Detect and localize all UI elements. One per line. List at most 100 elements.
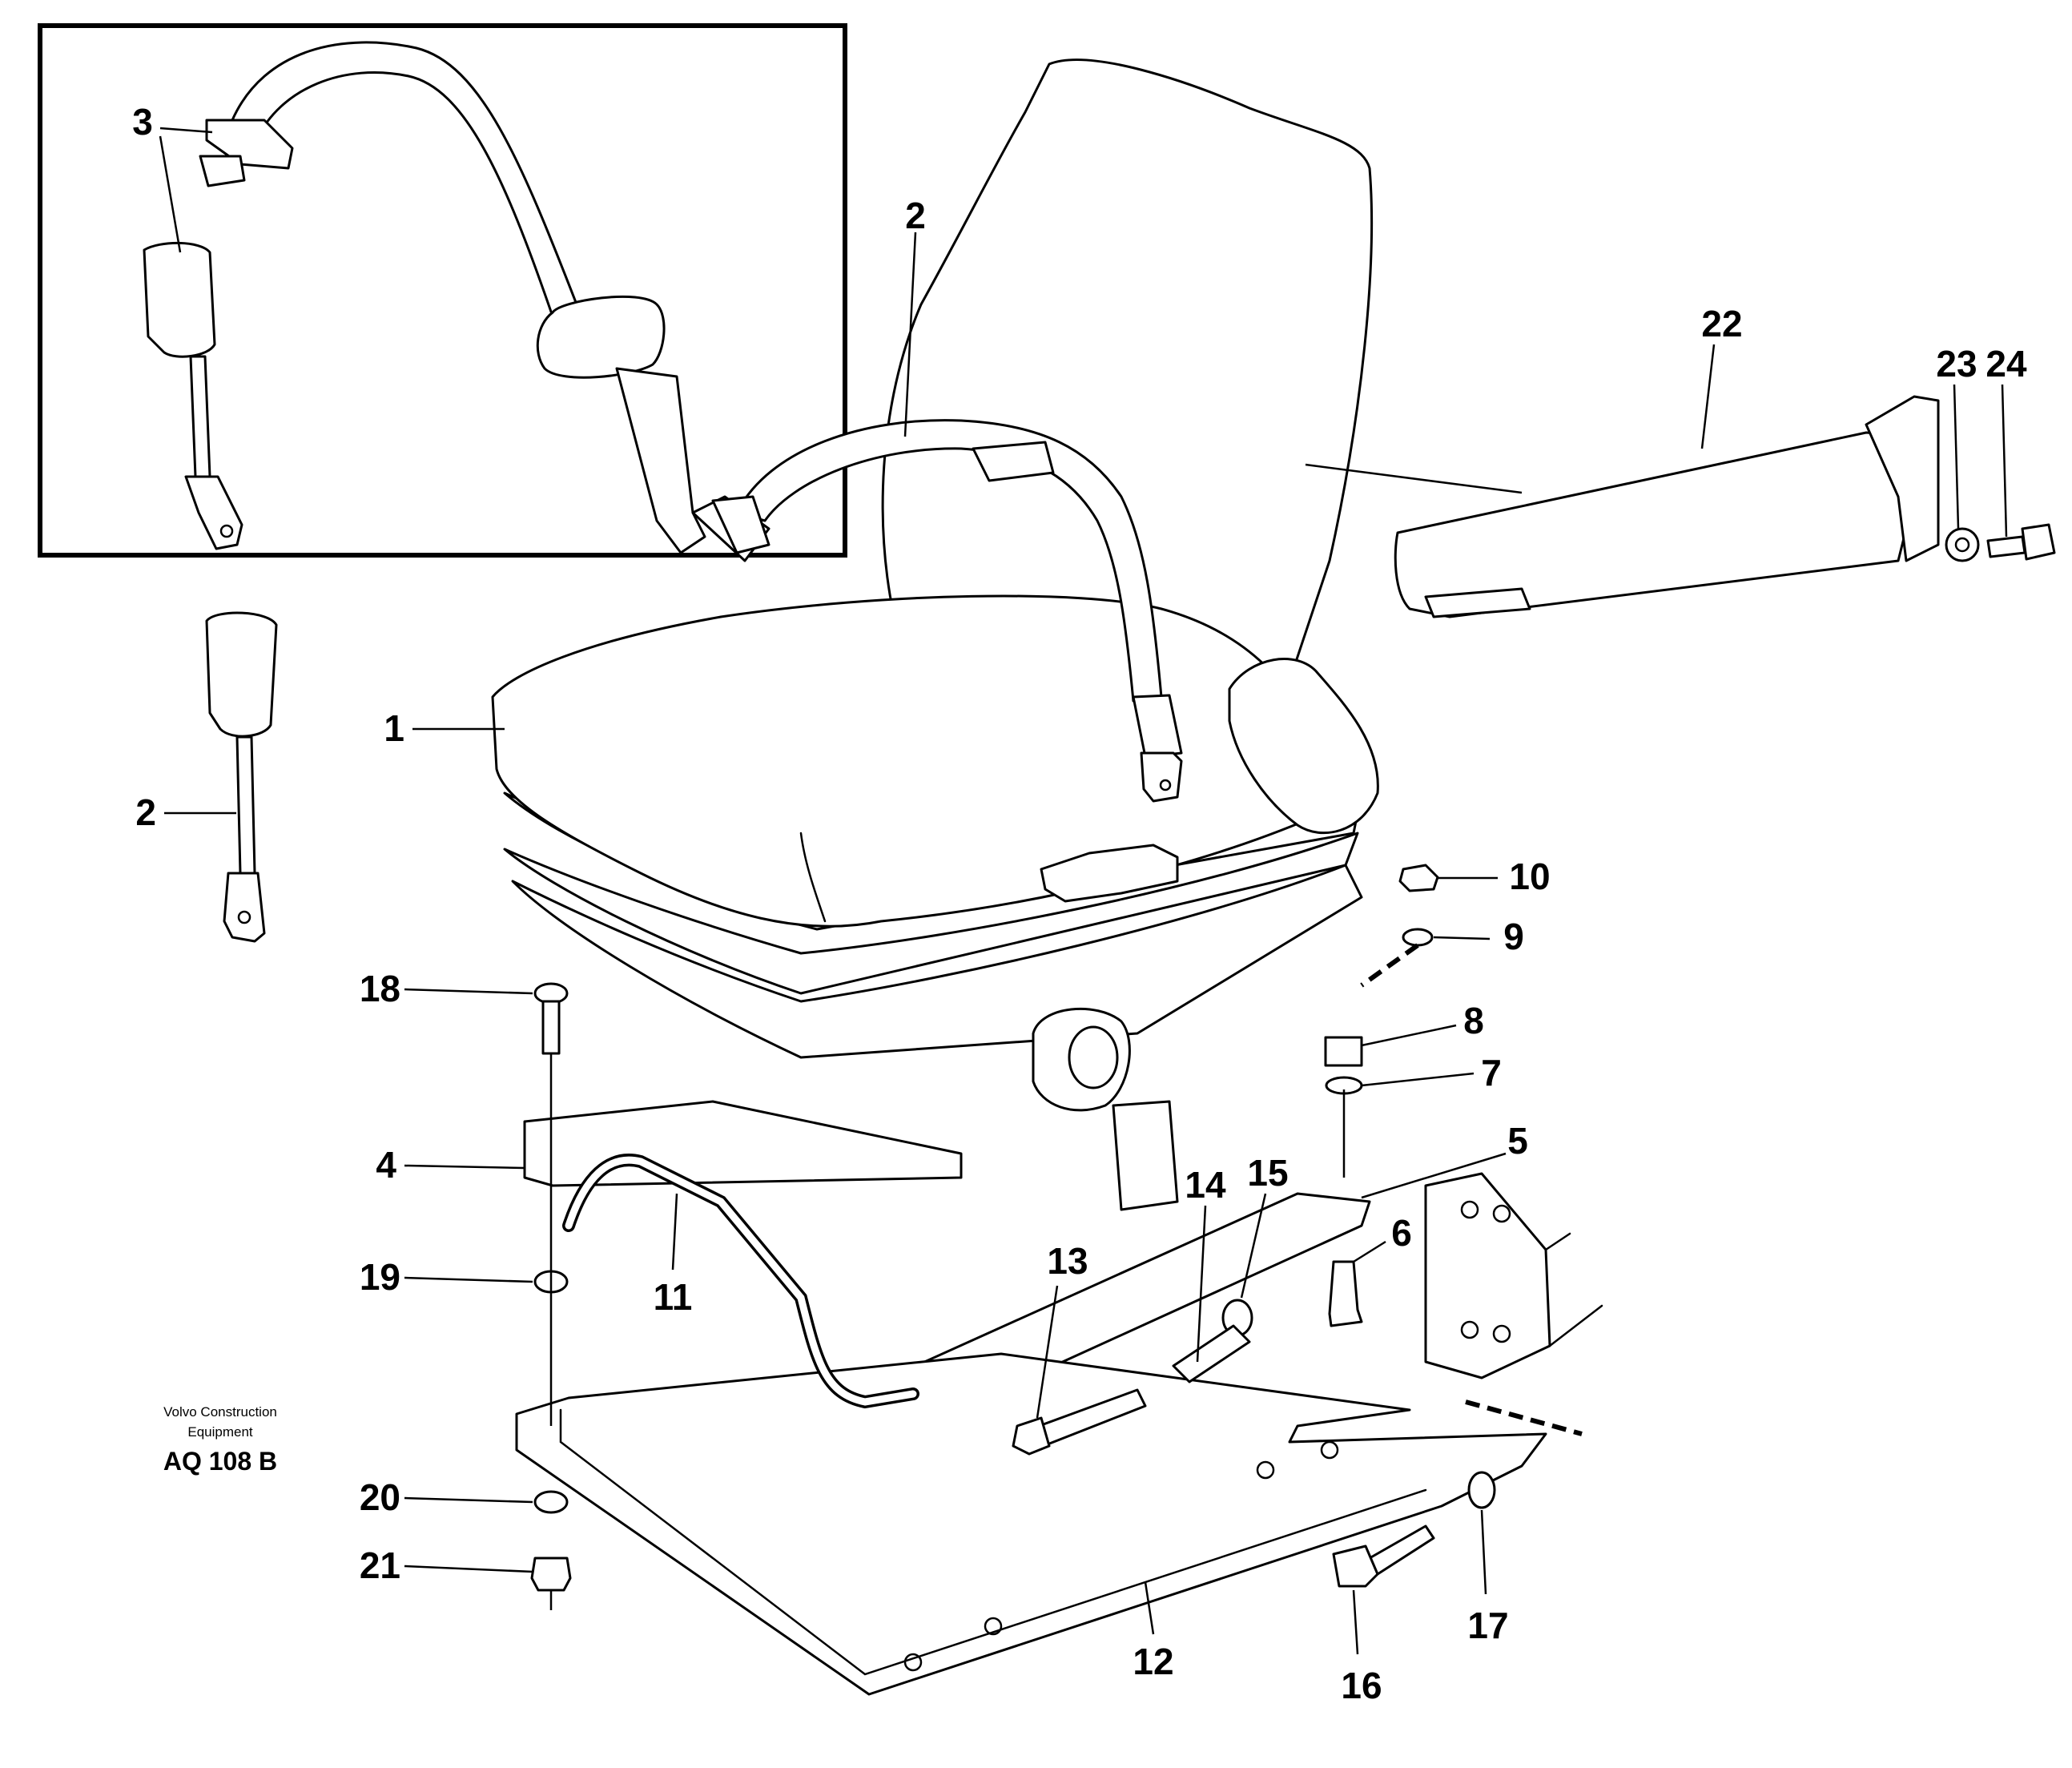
- leader-16: [1352, 1589, 1359, 1655]
- leader-20: [404, 1496, 533, 1504]
- leader-4: [404, 1164, 525, 1170]
- leader-13: [1036, 1285, 1059, 1419]
- callout-17: 17: [1467, 1605, 1508, 1646]
- callout-18: 18: [360, 968, 400, 1009]
- credit-reference: AQ 108 B: [163, 1447, 277, 1476]
- knob-face: [1068, 1025, 1119, 1089]
- bracket-hole-d: [1492, 1324, 1511, 1343]
- leader-12: [1144, 1581, 1155, 1635]
- inset-retractor: [536, 295, 666, 379]
- screw-6: [1328, 1260, 1363, 1327]
- lap-belt-anchor: [1140, 751, 1183, 803]
- seat-assembly: [491, 594, 1363, 1112]
- leader-18: [404, 988, 533, 995]
- leader-9: [1433, 936, 1491, 940]
- leader-19: [404, 1276, 533, 1283]
- bracket-hole-a: [1460, 1200, 1479, 1219]
- callout-2-top: 2: [905, 195, 926, 236]
- frame-assembly: [515, 1100, 1603, 1696]
- leader-17: [1480, 1509, 1487, 1595]
- leader-7: [1361, 1072, 1475, 1087]
- bracket-hole-c: [1460, 1320, 1479, 1339]
- suspension-bellows-mid: [503, 832, 1359, 995]
- leader-2b: [903, 232, 917, 437]
- suspension-bellows-lower: [511, 864, 1363, 1059]
- screw-24-head: [2021, 523, 2056, 561]
- inset-belt-guide: [205, 119, 294, 170]
- mounting-plate: [515, 1352, 1547, 1696]
- callout-3: 3: [132, 101, 153, 143]
- lap-belt-buckle: [1132, 694, 1183, 759]
- credit-line-1: Volvo Construction: [163, 1404, 277, 1420]
- seat-belt-inset: [38, 23, 847, 562]
- assembly-line-17: [1465, 1399, 1583, 1436]
- hardware: [530, 864, 1583, 1610]
- screw-18-head: [533, 982, 569, 1005]
- leader-22b: [1305, 463, 1523, 494]
- bolt-13-head: [1012, 1416, 1051, 1456]
- leader-3a: [159, 127, 213, 134]
- adjust-handle: [1040, 844, 1179, 903]
- leader-5: [1361, 1152, 1507, 1199]
- screw-24-shank: [1986, 535, 2026, 558]
- inset-belt-tongue: [199, 155, 246, 187]
- callout-10: 10: [1509, 856, 1550, 897]
- inset-frame: [38, 23, 847, 558]
- armrest: [1394, 431, 1924, 618]
- nut-21: [530, 1557, 572, 1592]
- leader-14: [1196, 1205, 1207, 1363]
- washer-23: [1945, 527, 1980, 562]
- lap-belt: [711, 419, 1183, 803]
- armrest-hinge: [1424, 587, 1531, 618]
- callout-5: 5: [1507, 1120, 1528, 1162]
- plate-hole-a: [903, 1653, 923, 1672]
- inset-buckle-stalk: [189, 355, 211, 478]
- buckle-housing: [205, 611, 278, 738]
- callout-12: 12: [1133, 1641, 1173, 1682]
- lap-belt-tongue: [711, 495, 770, 554]
- callouts: 1 2 2 3 4 5 6 7 8 9 10 11 12 13 14 15 16…: [132, 101, 2027, 1706]
- spacer-8: [1324, 1036, 1363, 1067]
- adjust-rod-inner: [565, 1156, 917, 1406]
- credit-block: Volvo Construction Equipment AQ 108 B: [163, 1404, 277, 1476]
- inset-belt-strap: [231, 41, 578, 318]
- callout-13: 13: [1047, 1240, 1088, 1282]
- armrest-assembly: [1394, 395, 1940, 618]
- callout-9: 9: [1503, 916, 1524, 957]
- bracket-hole-b: [1492, 1204, 1511, 1223]
- leader-24: [2001, 384, 2008, 538]
- plate-hole-d: [1320, 1440, 1339, 1460]
- nut-10: [1398, 864, 1439, 892]
- callout-24: 24: [1985, 343, 2027, 385]
- bolt-16: [1368, 1524, 1435, 1576]
- washer-23-hole: [1954, 537, 1970, 553]
- buckle-stalk: [235, 735, 256, 875]
- callout-20: 20: [360, 1476, 400, 1518]
- inset-retractor-bracket: [615, 367, 706, 554]
- inset-buckle-eye: [184, 475, 243, 550]
- buckle-eye-hole: [237, 910, 251, 924]
- callout-8: 8: [1463, 1000, 1484, 1041]
- callout-23: 23: [1936, 343, 1977, 385]
- callout-22: 22: [1701, 303, 1742, 344]
- washer-20: [533, 1490, 569, 1514]
- washer-17: [1467, 1471, 1496, 1509]
- leader-8: [1361, 1024, 1457, 1047]
- callout-14: 14: [1185, 1164, 1226, 1206]
- side-bracket: [1424, 1172, 1551, 1379]
- lap-belt-anchor-hole: [1159, 779, 1172, 791]
- buckle-part-2: [205, 611, 278, 943]
- screw-18-shank: [541, 1000, 561, 1055]
- credit-line-2: Equipment: [187, 1424, 253, 1440]
- lap-belt-guide: [972, 441, 1055, 482]
- callout-4: 4: [376, 1144, 396, 1186]
- washer-9: [1402, 928, 1434, 947]
- callout-7: 7: [1481, 1052, 1502, 1093]
- leader-23: [1953, 384, 1960, 530]
- callout-16: 16: [1341, 1665, 1382, 1706]
- plate-hole-b: [984, 1617, 1003, 1636]
- leader-22: [1700, 344, 1716, 449]
- leader-3b: [159, 135, 182, 253]
- callout-19: 19: [360, 1256, 400, 1298]
- inset-buckle: [143, 241, 216, 358]
